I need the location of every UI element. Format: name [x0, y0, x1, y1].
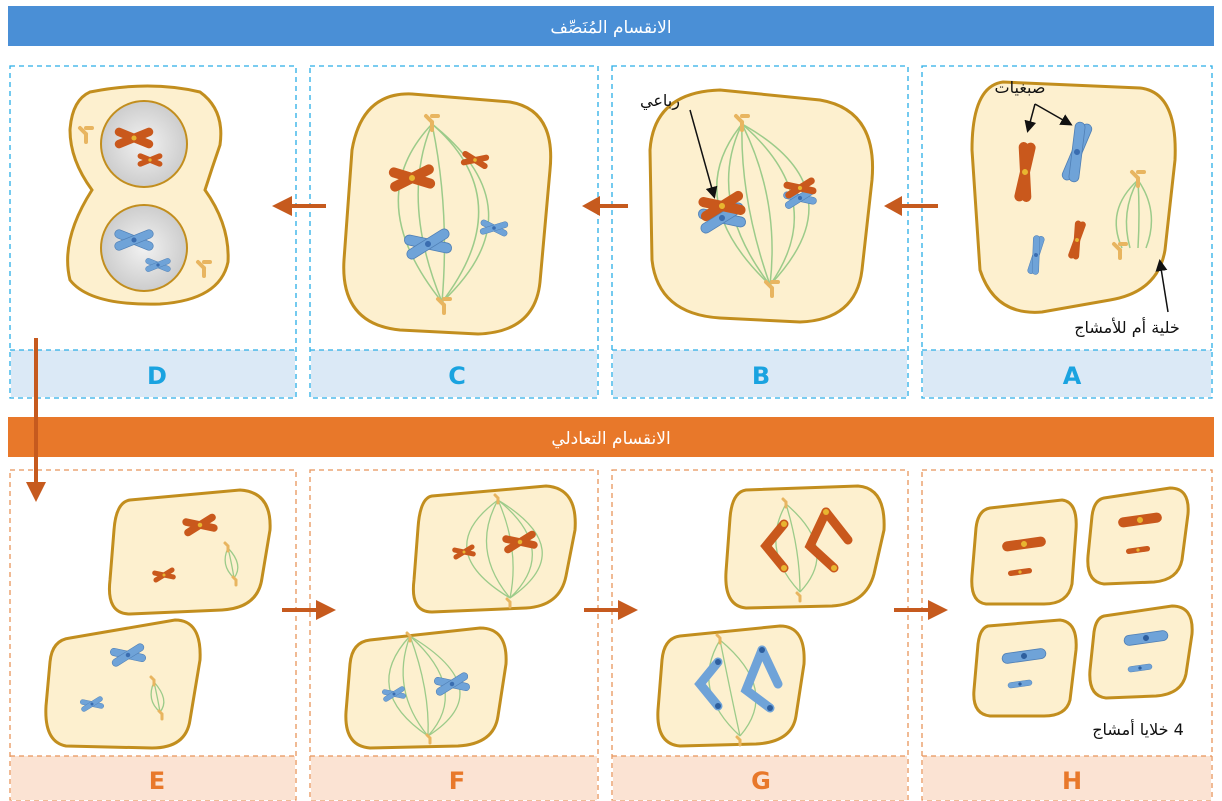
stage-label-e: E	[149, 767, 165, 795]
label-mother-cell-text: خلية أم للأمشاج	[1074, 317, 1180, 338]
meiosis-reductional-banner: الانقسام المُنَصِّف	[8, 6, 1214, 46]
label-chromosomes-text: صبغيات	[995, 78, 1046, 97]
cell-h-four-gametes	[972, 488, 1192, 716]
top-letter-strips	[10, 350, 1212, 397]
cell-a-gamete-mother-cell	[972, 82, 1175, 312]
bottom-letter-strips	[10, 756, 1212, 800]
stage-label-c: C	[448, 362, 466, 390]
cell-g-anaphase-two	[658, 486, 884, 746]
stage-label-a: A	[1063, 362, 1082, 390]
cell-d-telophase-one	[68, 86, 229, 304]
label-tetrad-text: رباعي	[640, 91, 680, 111]
stage-label-b: B	[752, 362, 770, 390]
meiosis-equational-title: الانقسام التعادلي	[551, 429, 670, 449]
cell-e-prophase-two	[46, 490, 270, 748]
stage-label-d: D	[147, 362, 167, 390]
cell-b-tetrads	[650, 90, 873, 322]
meiosis-reductional-title: الانقسام المُنَصِّف	[550, 18, 671, 38]
cell-c-anaphase-one	[344, 94, 551, 334]
label-four-gametes: 4 خلايا أمشاج	[1092, 719, 1184, 740]
stage-label-f: F	[449, 767, 465, 795]
cell-f-metaphase-two	[346, 486, 575, 748]
stage-label-h: H	[1062, 767, 1082, 795]
stage-label-g: G	[751, 767, 771, 795]
meiosis-equational-banner: الانقسام التعادلي	[8, 417, 1214, 457]
